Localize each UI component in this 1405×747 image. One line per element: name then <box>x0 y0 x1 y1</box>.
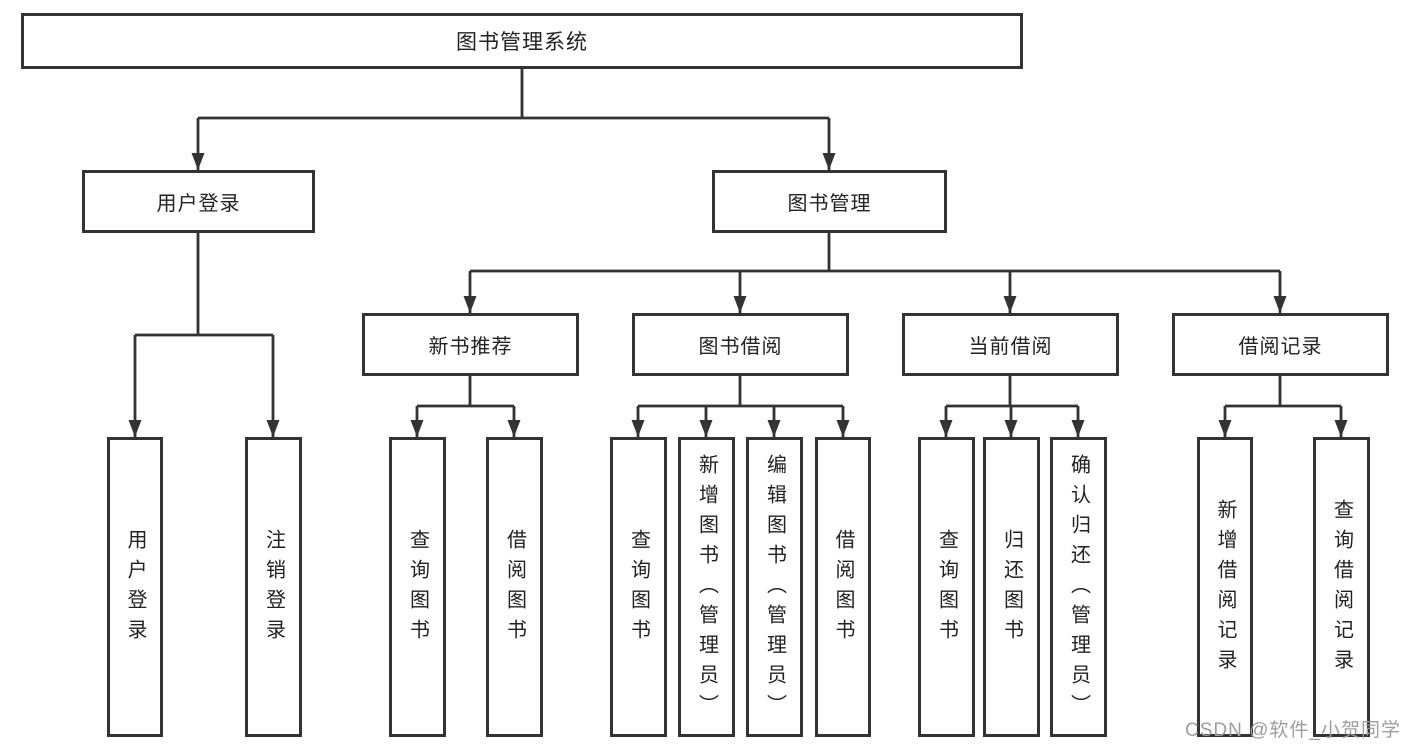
node-leaf-query-books-current: 查询图书 <box>918 437 975 737</box>
node-leaf-confirm-return-admin: 确认归还（管理员） <box>1050 437 1107 737</box>
node-leaf-borrow-books-recommend: 借阅图书 <box>486 437 543 737</box>
node-leaf-query-borrow-record: 查询借阅记录 <box>1313 437 1370 737</box>
node-leaf-query-books-borrowing: 查询图书 <box>610 437 667 737</box>
node-book-borrowing: 图书借阅 <box>632 313 849 376</box>
node-user-login: 用户登录 <box>82 170 315 233</box>
connector-arrows <box>128 118 1348 437</box>
node-leaf-add-borrow-record: 新增借阅记录 <box>1197 437 1253 737</box>
node-leaf-user-login: 用户登录 <box>107 437 163 737</box>
node-leaf-logout: 注销登录 <box>245 437 302 737</box>
node-new-book-recommendation: 新书推荐 <box>362 313 579 376</box>
node-book-management: 图书管理 <box>712 170 947 233</box>
node-leaf-borrow-books-borrowing: 借阅图书 <box>815 437 871 737</box>
node-leaf-add-books-admin: 新增图书（管理员） <box>678 437 735 737</box>
node-leaf-return-books: 归还图书 <box>983 437 1040 737</box>
node-current-borrowing: 当前借阅 <box>902 313 1119 376</box>
connector-skeleton <box>135 69 1341 408</box>
node-leaf-edit-books-admin: 编辑图书（管理员） <box>746 437 803 737</box>
node-leaf-query-books-recommend: 查询图书 <box>389 437 446 737</box>
csdn-watermark: CSDN @软件_小贺同学 <box>1185 720 1401 741</box>
node-library-management-system: 图书管理系统 <box>21 13 1023 69</box>
node-borrowing-records: 借阅记录 <box>1172 313 1389 376</box>
